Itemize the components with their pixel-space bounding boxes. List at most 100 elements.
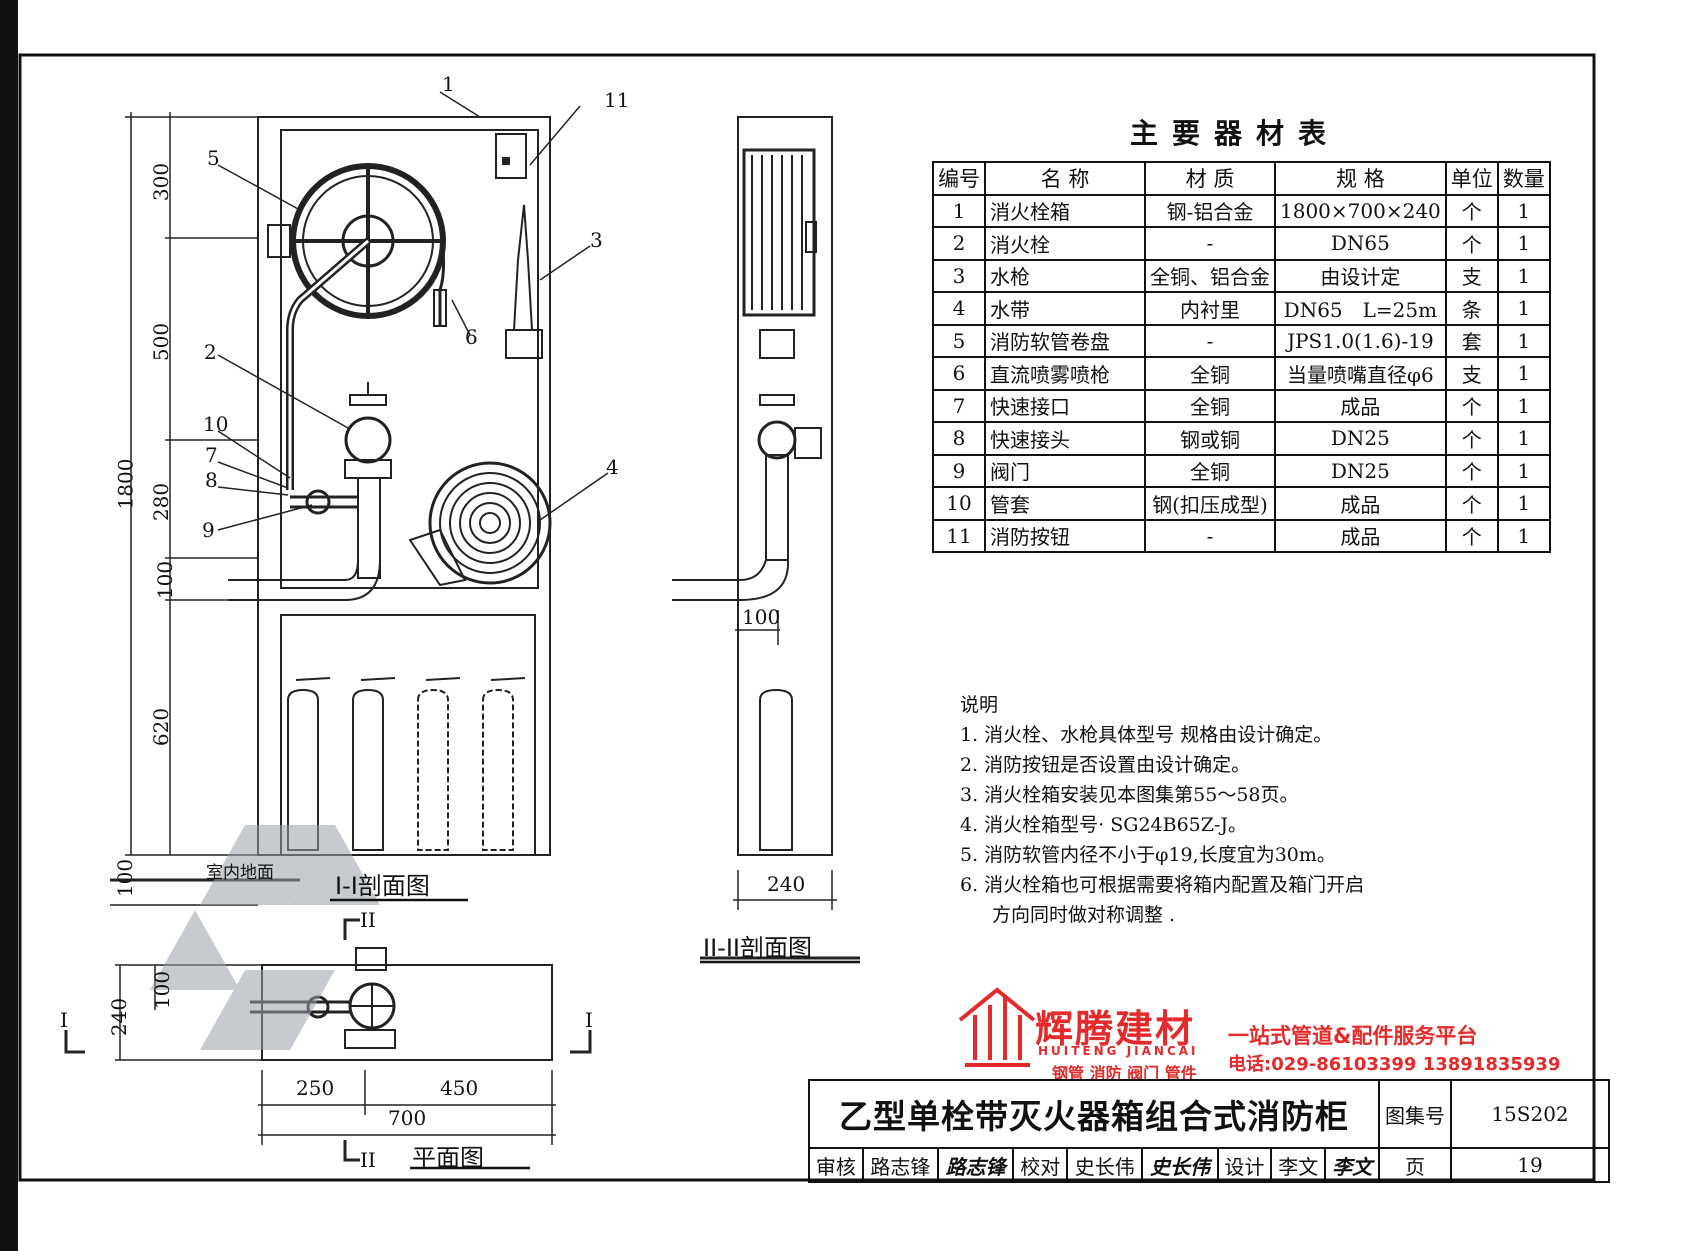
cell-spec: 成品 <box>1274 388 1447 423</box>
plan-view-title: 平面图 <box>412 1144 484 1172</box>
section-I-view <box>110 91 609 906</box>
cell-name: 快速接口 <box>984 388 1146 423</box>
drawing-title: 乙型单栓带灭火器箱组合式消防柜 <box>808 1079 1380 1149</box>
cell-material: - <box>1144 518 1276 553</box>
plan-dim-700: 700 <box>388 1106 427 1130</box>
header-material: 材 质 <box>1144 161 1276 196</box>
dim-1800: 1800 <box>113 458 138 510</box>
atlas-label: 图集号 <box>1378 1079 1452 1149</box>
callout-3: 3 <box>590 228 603 252</box>
reviewer-name: 路志锋 <box>861 1147 940 1183</box>
cell-material: - <box>1144 323 1276 358</box>
cell-name: 消防按钮 <box>984 518 1146 553</box>
header-unit: 单位 <box>1444 161 1499 196</box>
material-table-header: 编号 名 称 材 质 规 格 单位 数量 <box>932 161 1551 196</box>
sheet-border <box>18 53 1596 1182</box>
cell-unit: 个 <box>1444 486 1499 521</box>
cell-no: 6 <box>932 356 986 391</box>
cell-unit: 支 <box>1444 356 1499 391</box>
header-no: 编号 <box>932 161 986 196</box>
title-underlines <box>330 898 860 1170</box>
cell-qty: 1 <box>1496 518 1551 553</box>
note-item: 5. 消防软管内径不小于φ19,长度宜为30m。 <box>960 844 1336 866</box>
cell-spec: 当量喷嘴直径φ6 <box>1274 356 1447 391</box>
dim-floor-100: 100 <box>113 858 138 898</box>
header-spec: 规 格 <box>1274 161 1447 196</box>
cell-name: 管套 <box>984 486 1146 521</box>
header-name: 名 称 <box>984 161 1146 196</box>
cell-spec: 由设计定 <box>1274 258 1447 293</box>
cell-name: 直流喷雾喷枪 <box>984 356 1146 391</box>
note-item: 3. 消火栓箱安装见本图集第55～58页。 <box>960 784 1299 806</box>
check-label: 校对 <box>1012 1147 1069 1183</box>
callout-4: 4 <box>606 455 619 479</box>
note-item: 2. 消防按钮是否设置由设计确定。 <box>960 754 1251 776</box>
dim-500: 500 <box>149 322 174 362</box>
page-label: 页 <box>1378 1147 1452 1183</box>
floor-label: 室内地面 <box>206 863 274 883</box>
cell-spec: DN65 <box>1274 226 1447 261</box>
checker-signature: 史长伟 <box>1141 1147 1219 1183</box>
review-label: 审核 <box>808 1147 864 1183</box>
plan-dim-240: 240 <box>107 997 132 1037</box>
plan-dim-100: 100 <box>150 970 175 1010</box>
cell-no: 3 <box>932 258 986 293</box>
cell-unit: 支 <box>1444 258 1499 293</box>
designer-name: 李文 <box>1270 1147 1327 1183</box>
watermark-triangles <box>150 825 380 1050</box>
reviewer-signature: 路志锋 <box>937 1147 1015 1183</box>
note-item: 1. 消火栓、水枪具体型号 规格由设计确定。 <box>960 724 1333 746</box>
callout-2: 2 <box>204 340 217 364</box>
cell-no: 4 <box>932 291 986 326</box>
cell-unit: 个 <box>1444 518 1499 553</box>
cell-qty: 1 <box>1496 388 1551 423</box>
callout-7: 7 <box>205 443 218 467</box>
cell-spec: JPS1.0(1.6)-19 <box>1274 323 1447 358</box>
cell-spec: 成品 <box>1274 486 1447 521</box>
cell-name: 消火栓箱 <box>984 193 1146 228</box>
watermark-phone: 电话:029-86103399 13891835939 <box>1228 1054 1561 1075</box>
cell-name: 水带 <box>984 291 1146 326</box>
cell-spec: DN65 L=25m <box>1274 291 1447 326</box>
dim-620: 620 <box>149 707 174 747</box>
cell-no: 9 <box>932 453 986 488</box>
cell-no: 5 <box>932 323 986 358</box>
dim-100: 100 <box>153 560 178 600</box>
cell-qty: 1 <box>1496 453 1551 488</box>
note-item-continuation: 方向同时做对称调整 . <box>992 904 1176 926</box>
material-table-title: 主要器材表 <box>1130 117 1341 150</box>
cell-qty: 1 <box>1496 291 1551 326</box>
plan-dim-250: 250 <box>296 1076 335 1100</box>
cell-no: 11 <box>932 518 986 553</box>
callout-9: 9 <box>202 518 215 542</box>
cell-qty: 1 <box>1496 323 1551 358</box>
cell-no: 1 <box>932 193 986 228</box>
note-item: 4. 消火栓箱型号· SG24B65Z-J。 <box>960 814 1247 836</box>
cell-spec: 1800×700×240 <box>1274 193 1447 228</box>
cell-qty: 1 <box>1496 421 1551 456</box>
cell-no: 10 <box>932 486 986 521</box>
cut-mark-II-bottom: II <box>360 1148 376 1172</box>
cell-unit: 个 <box>1444 388 1499 423</box>
brand-logo-mark <box>958 987 1036 1067</box>
checker-name: 史长伟 <box>1066 1147 1144 1183</box>
designer-signature: 李文 <box>1324 1147 1380 1183</box>
cut-mark-I-left: I <box>60 1008 68 1032</box>
cell-no: 8 <box>932 421 986 456</box>
notes-block: 说明 1. 消火栓、水枪具体型号 规格由设计确定。 2. 消防按钮是否设置由设计… <box>960 690 1364 930</box>
cell-name: 消火栓 <box>984 226 1146 261</box>
atlas-number: 15S202 <box>1450 1079 1610 1149</box>
cell-name: 水枪 <box>984 258 1146 293</box>
cell-spec: DN25 <box>1274 421 1447 456</box>
cell-unit: 个 <box>1444 193 1499 228</box>
title-block: 乙型单栓带灭火器箱组合式消防柜 图集号 15S202 审核 路志锋 路志锋 校对… <box>808 1079 1610 1183</box>
